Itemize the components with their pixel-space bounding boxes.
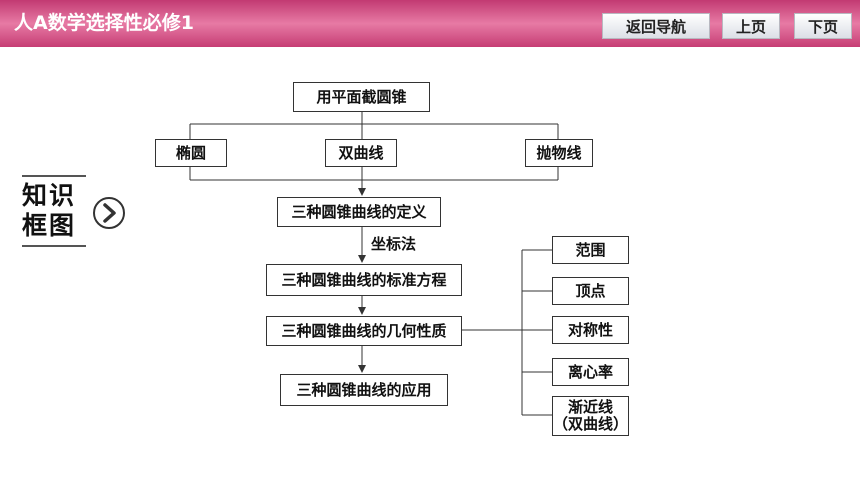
prev-page-button[interactable]: 上页: [722, 13, 780, 39]
node-geometric-properties: 三种圆锥曲线的几何性质: [266, 316, 462, 346]
section-label: 知识 框图: [22, 175, 86, 247]
node-property-eccentricity: 离心率: [552, 358, 629, 386]
edge-label-method: 坐标法: [371, 235, 417, 253]
node-application: 三种圆锥曲线的应用: [280, 374, 448, 406]
node-property-symmetry: 对称性: [552, 316, 629, 344]
back-to-nav-button[interactable]: 返回导航: [602, 13, 710, 39]
property-asymptote-label: 渐近线: [567, 398, 613, 416]
node-root: 用平面截圆锥: [293, 82, 430, 112]
property-asymptote-note: （双曲线）: [553, 415, 629, 433]
header-title: 人A数学选择性必修1: [14, 12, 194, 34]
header-bar: 人A数学选择性必修1 返回导航 上页 下页: [0, 0, 860, 47]
node-property-asymptote: 渐近线 （双曲线）: [552, 396, 629, 436]
section-label-line2: 框图: [22, 211, 77, 240]
node-parabola: 抛物线: [525, 139, 593, 167]
section-label-line1: 知识: [22, 181, 77, 210]
chevron-right-circle-icon[interactable]: [92, 196, 126, 230]
node-ellipse: 椭圆: [155, 139, 227, 167]
node-property-range: 范围: [552, 236, 629, 264]
node-standard-equation: 三种圆锥曲线的标准方程: [266, 264, 462, 296]
next-page-button[interactable]: 下页: [794, 13, 852, 39]
node-property-vertex: 顶点: [552, 277, 629, 305]
node-definition: 三种圆锥曲线的定义: [277, 197, 441, 227]
node-hyperbola: 双曲线: [325, 139, 397, 167]
